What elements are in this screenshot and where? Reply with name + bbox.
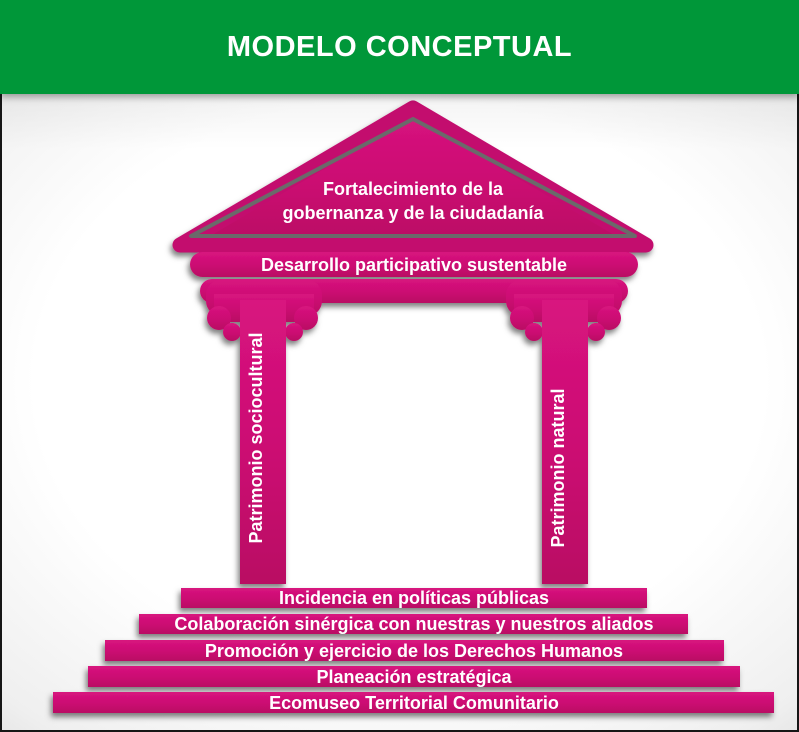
column-right-shaft: [542, 300, 588, 584]
step-label-2: Colaboración sinérgica con nuestras y nu…: [174, 614, 653, 634]
step-label-1: Incidencia en políticas públicas: [279, 588, 549, 608]
page-title: MODELO CONCEPTUAL: [226, 30, 573, 63]
step-bar-5: [53, 692, 774, 713]
pediment-text-line2: gobernanza y de la ciudadanía: [282, 203, 544, 223]
column-left-shaft: [240, 300, 286, 584]
title-banner: MODELO CONCEPTUAL: [0, 0, 799, 94]
step-bar-4: [88, 666, 740, 687]
architrave-label: Desarrollo participativo sustentable: [261, 255, 567, 275]
pediment-inner-triangle: [189, 117, 637, 238]
pediment-shape: [172, 100, 654, 253]
architrave-bar: [190, 252, 638, 277]
pediment-text-line1: Fortalecimiento de la: [323, 179, 504, 199]
step-bar-2: [139, 614, 688, 634]
step-bar-1: [181, 588, 647, 608]
step-label-4: Planeación estratégica: [316, 667, 512, 687]
column-left-label: Patrimonio sociocultural: [246, 332, 266, 543]
step-label-5: Ecomuseo Territorial Comunitario: [269, 693, 559, 713]
capital-left: [206, 280, 322, 341]
step-bar-3: [105, 640, 724, 661]
step-label-3: Promoción y ejercicio de los Derechos Hu…: [205, 641, 623, 661]
column-right-label: Patrimonio natural: [548, 388, 568, 547]
